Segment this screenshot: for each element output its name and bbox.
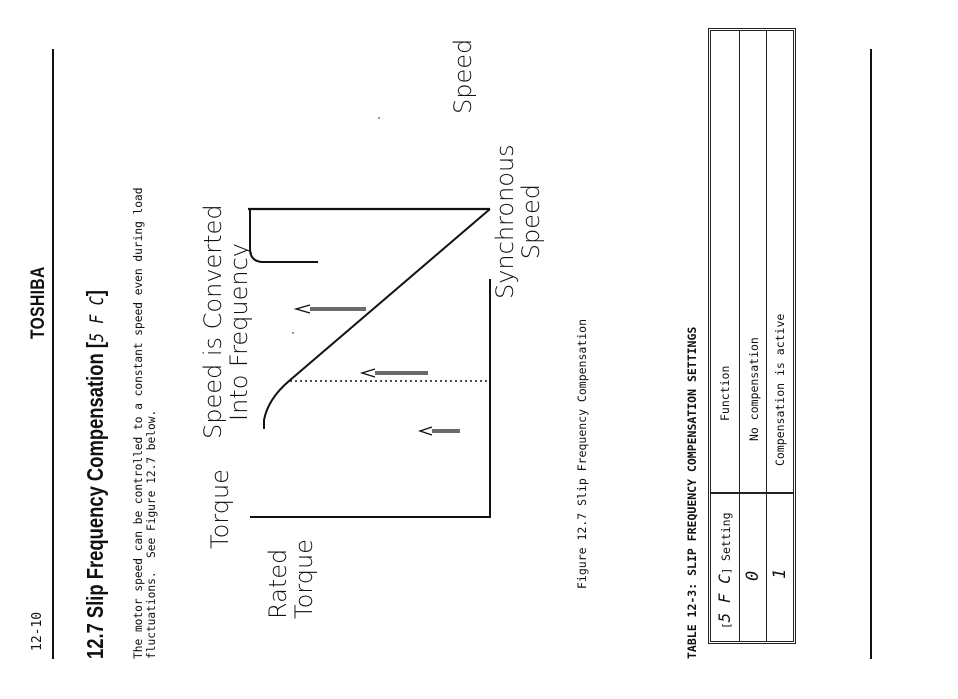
header-setting-code: 5 F C xyxy=(715,574,734,623)
slip-line xyxy=(288,208,491,382)
label-synchronous-speed: Synchronous Speed xyxy=(491,144,545,299)
header-function: Function xyxy=(718,365,732,421)
header-setting-label: Setting xyxy=(719,512,733,561)
arrow-icon-1 xyxy=(293,304,366,314)
figure-caption: Figure 12.7 Slip Frequency Compensation xyxy=(575,318,589,589)
row-0-function: No compensation xyxy=(747,337,761,441)
label-sync-line-2: Speed xyxy=(517,184,545,260)
table-header-row: [5 F C] Setting Function xyxy=(711,31,740,641)
label-rated-line-1: Rated xyxy=(264,548,292,619)
scan-speck xyxy=(378,117,380,119)
label-rated-torque: Rated Torque xyxy=(264,539,318,619)
row-1-function: Compensation is active xyxy=(773,313,787,466)
label-sync-line-1: Synchronous xyxy=(491,144,519,299)
curve-lower xyxy=(263,380,290,429)
footer-rule xyxy=(870,49,872,659)
settings-table: [5 F C] Setting Function 0 No compensati… xyxy=(708,28,796,644)
label-rated-line-2: Torque xyxy=(290,539,318,619)
label-speed: Speed xyxy=(449,38,477,114)
table-row: 1 Compensation is active xyxy=(767,31,793,641)
table-row: 0 No compensation xyxy=(740,31,767,641)
row-0-setting: 0 xyxy=(743,570,763,581)
label-converted-line-1: Speed is Converted xyxy=(199,204,227,439)
label-speed-converted: Speed is Converted Into Frequency xyxy=(199,204,253,439)
label-converted-line-2: Into Frequency xyxy=(225,243,253,421)
arrow-icon-2 xyxy=(359,368,428,378)
header-setting: [5 F C] Setting xyxy=(715,512,734,629)
label-torque: Torque xyxy=(206,469,234,549)
table-title: TABLE 12-3: SLIP FREQUENCY COMPENSATION … xyxy=(685,326,699,659)
arrow-icon-3 xyxy=(417,426,460,436)
curve-top xyxy=(249,209,318,263)
row-1-setting: 1 xyxy=(770,568,790,579)
scan-speck xyxy=(292,332,294,334)
